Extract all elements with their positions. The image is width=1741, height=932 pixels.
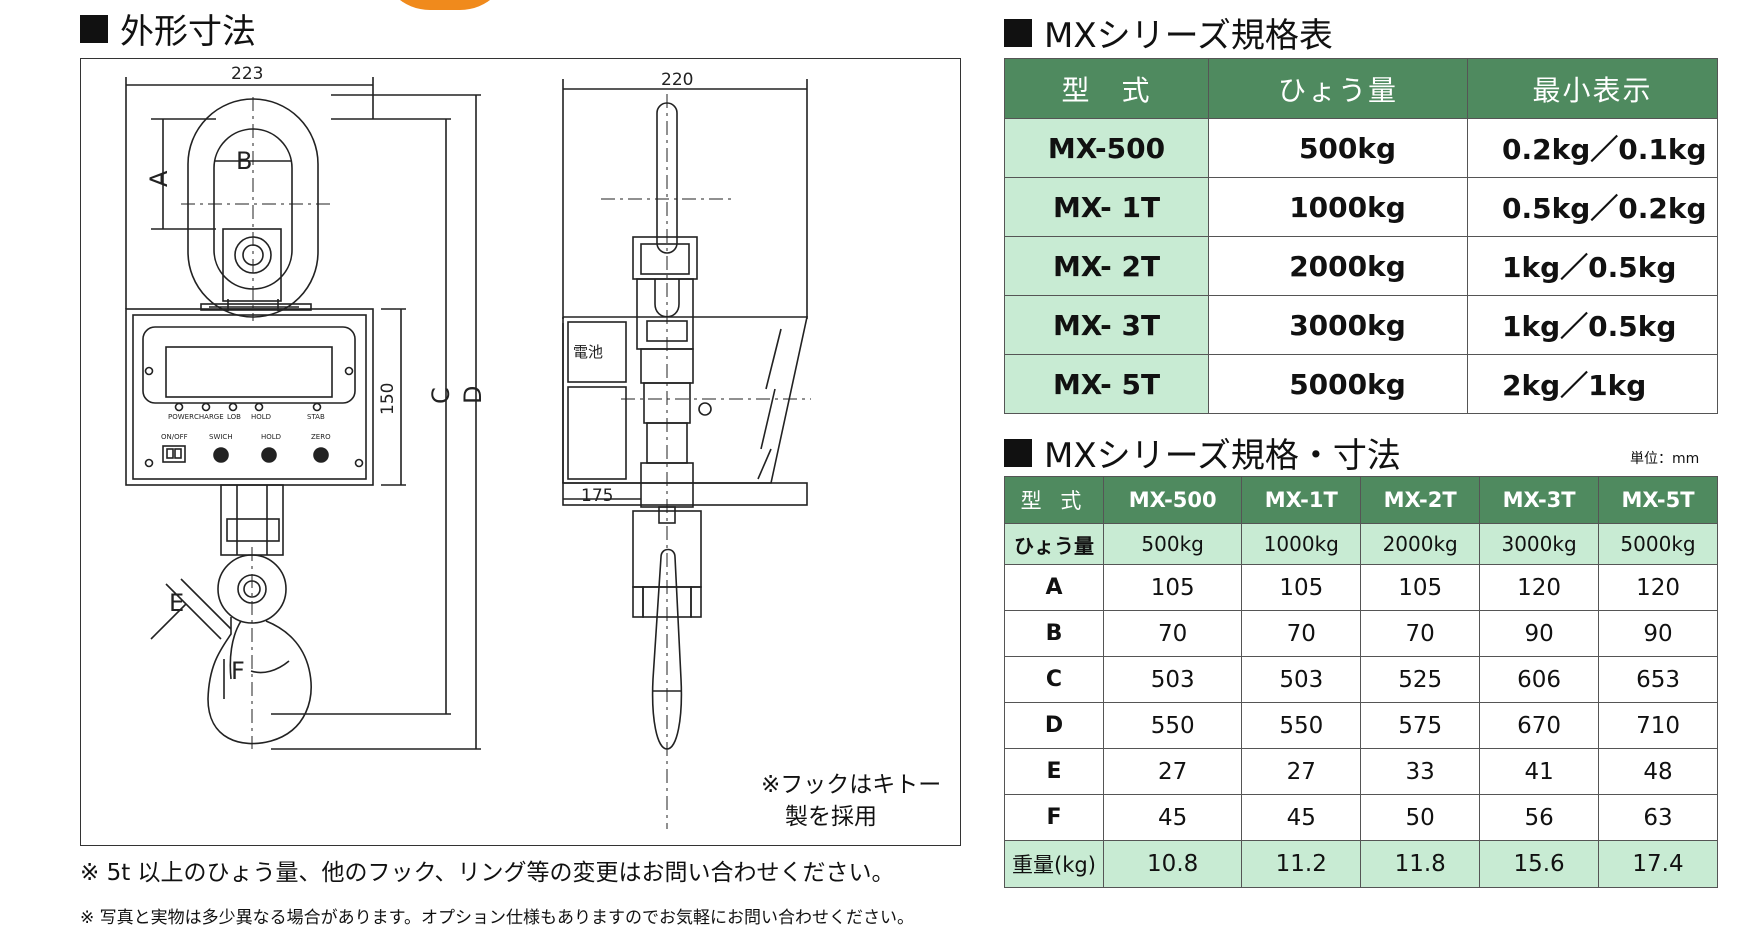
hold-label: HOLD — [251, 413, 271, 421]
dim-b-label: B — [236, 147, 252, 175]
title-square-icon — [1004, 18, 1032, 47]
lob-label: LOB — [227, 413, 241, 421]
swich-label: SWICH — [209, 433, 233, 441]
dim-f-label: F — [231, 657, 245, 685]
outline-dimensions-title-text: 外形寸法 — [120, 12, 256, 52]
dim-header-model: MX-3T — [1479, 476, 1600, 524]
dim-e-label: E — [169, 589, 184, 617]
spec-table: 型 式 ひょう量 最小表示 MX-500 500kg 0.2kg／0.1kg M… — [1004, 58, 1718, 414]
dim-a-label: A — [145, 170, 173, 187]
dim-header-model: MX-5T — [1598, 476, 1718, 524]
scale-drawing-svg: 223 220 175 150 A B C D E F POWER CHARGE… — [125, 64, 811, 829]
dim-220-label: 220 — [661, 70, 693, 90]
table-row: ひょう量 500kg 1000kg 2000kg 3000kg 5000kg — [1004, 523, 1718, 565]
table-row: MX- 3T 3000kg 1kg／0.5kg — [1004, 295, 1718, 355]
table-row: MX- 2T 2000kg 1kg／0.5kg — [1004, 236, 1718, 296]
dim-150-label: 150 — [378, 383, 398, 415]
dim-header-corner: 型 式 — [1004, 476, 1104, 524]
unit-label: 単位：mm — [1630, 451, 1700, 467]
dim-header-model: MX-2T — [1360, 476, 1481, 524]
dim-table-title-text: MXシリーズ規格・寸法 — [1044, 436, 1401, 476]
title-square-icon — [1004, 438, 1032, 467]
table-row: MX-500 500kg 0.2kg／0.1kg — [1004, 118, 1718, 178]
spec-header-min: 最小表示 — [1467, 58, 1718, 119]
note-main: ※ 5t 以上のひょう量、他のフック、リング等の変更はお問い合わせください。 — [80, 860, 895, 886]
table-row: C 503 503 525 606 653 — [1004, 656, 1718, 703]
onoff-label: ON/OFF — [161, 433, 188, 441]
title-square-icon — [80, 14, 108, 43]
dim-header-model: MX-500 — [1102, 476, 1243, 524]
hook-note-line1: ※フックはキトー — [761, 772, 942, 798]
hook-note: ※フックはキトー 製を採用 — [761, 769, 942, 833]
dim-175-label: 175 — [581, 486, 613, 506]
hook-note-line2: 製を採用 — [785, 804, 877, 830]
dim-table-title: MXシリーズ規格・寸法 — [1004, 428, 1401, 477]
dim-header-model: MX-1T — [1241, 476, 1362, 524]
table-row: E 27 27 33 41 48 — [1004, 748, 1718, 795]
table-row: A 105 105 105 120 120 — [1004, 564, 1718, 611]
battery-label: 電池 — [573, 343, 603, 361]
dimension-drawing: 223 220 175 150 A B C D E F POWER CHARGE… — [80, 58, 961, 846]
spec-header-model: 型 式 — [1004, 58, 1209, 119]
power-label: POWER — [168, 413, 194, 421]
dimension-table: 型 式 MX-500 MX-1T MX-2T MX-3T MX-5T ひょう量 … — [1004, 476, 1718, 888]
hold-button-label: HOLD — [261, 433, 281, 441]
table-row: F 45 45 50 56 63 — [1004, 794, 1718, 841]
dim-223-label: 223 — [231, 64, 263, 84]
outline-dimensions-title: 外形寸法 — [80, 4, 256, 53]
orange-decoration — [380, 0, 510, 10]
table-row: B 70 70 70 90 90 — [1004, 610, 1718, 657]
charge-label: CHARGE — [194, 413, 224, 421]
dim-d-label: D — [459, 386, 487, 404]
stab-label: STAB — [307, 413, 325, 421]
zero-label: ZERO — [311, 433, 331, 441]
note-sub: ※ 写真と実物は多少異なる場合があります。オプション仕様もありますのでお気軽にお… — [80, 908, 914, 928]
spec-header-capacity: ひょう量 — [1208, 58, 1468, 119]
spec-table-title: MXシリーズ規格表 — [1004, 8, 1333, 57]
table-row: MX- 5T 5000kg 2kg／1kg — [1004, 354, 1718, 414]
table-row: 重量(kg) 10.8 11.2 11.8 15.6 17.4 — [1004, 840, 1718, 888]
spec-table-title-text: MXシリーズ規格表 — [1044, 16, 1333, 56]
table-row: D 550 550 575 670 710 — [1004, 702, 1718, 749]
dim-c-label: C — [427, 387, 455, 404]
table-row: MX- 1T 1000kg 0.5kg／0.2kg — [1004, 177, 1718, 237]
